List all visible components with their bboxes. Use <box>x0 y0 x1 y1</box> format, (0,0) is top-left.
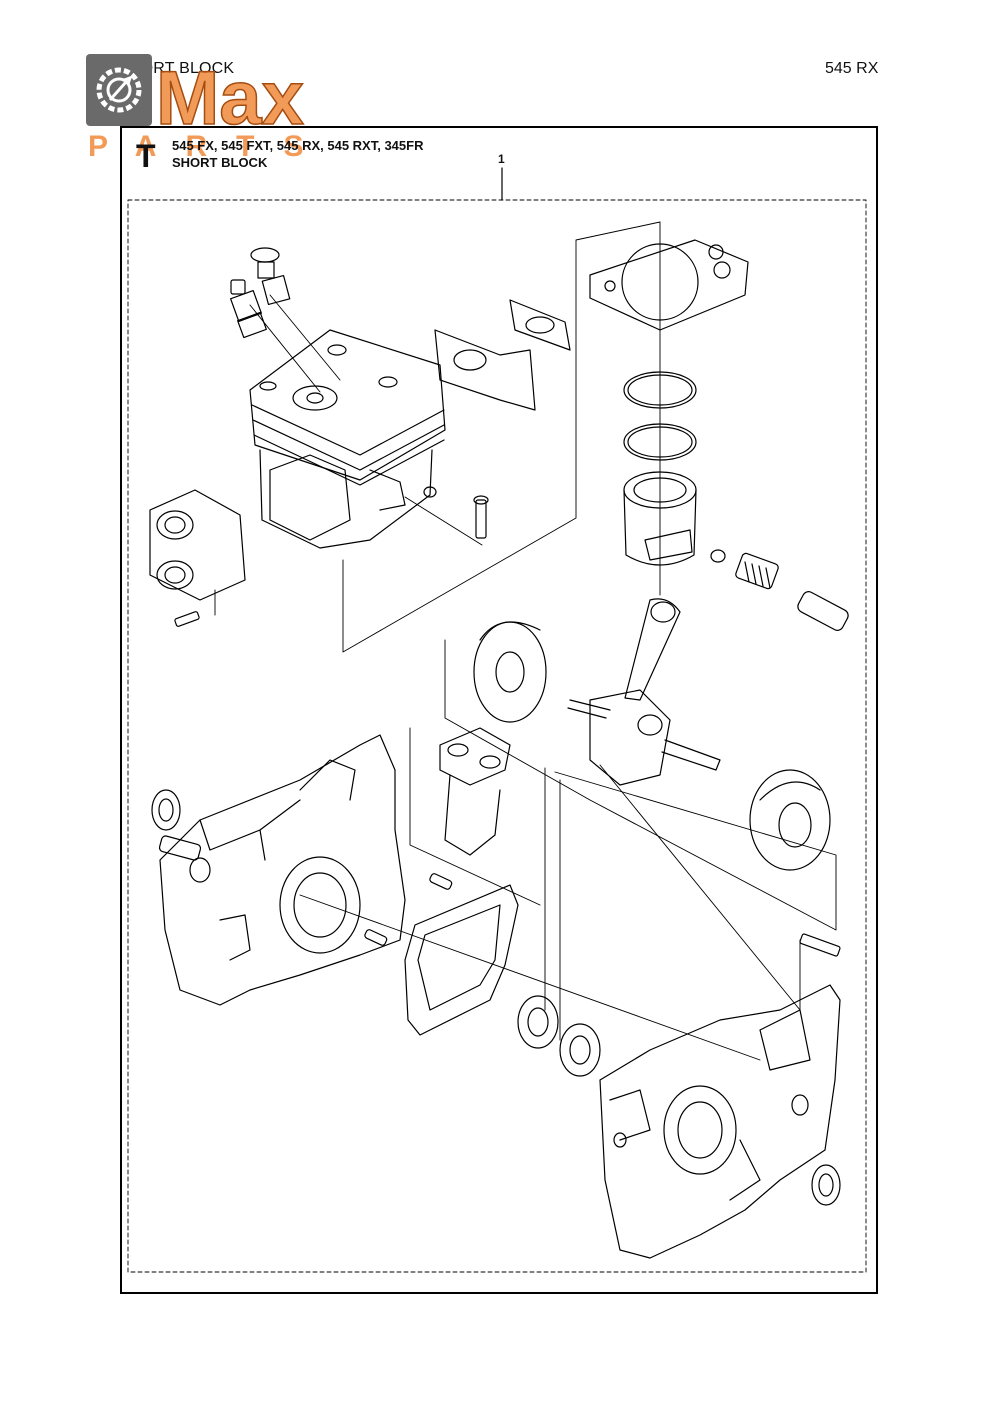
ball-bearing-2 <box>559 1023 601 1077</box>
figure-assembly-name: SHORT BLOCK <box>172 155 268 170</box>
needle-bearing <box>735 552 779 590</box>
gear-wrench-icon <box>86 54 152 126</box>
callout-number: 1 <box>498 152 505 166</box>
ball-bearing-1 <box>517 995 559 1049</box>
crankshaft <box>567 598 721 786</box>
oil-seal-right <box>811 1164 841 1206</box>
guide-pin-2 <box>364 929 388 946</box>
intake-manifold <box>149 489 246 601</box>
piston <box>623 471 697 566</box>
cylinder <box>249 329 446 549</box>
oil-seal-left <box>151 789 181 831</box>
figure-letter: T <box>136 138 156 174</box>
model-label: 545 RX <box>825 60 879 77</box>
crankcase-gasket <box>404 884 519 1036</box>
intake-boot <box>439 727 511 856</box>
parts-frame <box>120 126 878 1294</box>
crankcase-right-half <box>599 984 841 1259</box>
piston-pin <box>797 591 849 631</box>
piston-ring-bottom <box>623 423 697 461</box>
flywheel-disc-right <box>749 769 831 871</box>
figure-models: 545 FX, 545 FXT, 545 RX, 545 RXT, 345FR <box>172 138 424 153</box>
exhaust-gasket <box>509 299 571 351</box>
base-gasket <box>589 239 749 331</box>
circlip <box>710 549 726 563</box>
assembly-boundary <box>127 199 867 1273</box>
leader-lines <box>214 221 837 1061</box>
piston-ring-top <box>623 371 697 409</box>
logo-subword: PARTS <box>88 130 332 160</box>
crankcase-left-half <box>158 734 406 1006</box>
spark-plug <box>230 279 267 339</box>
flywheel-disc-left <box>473 621 547 723</box>
screws <box>174 495 841 957</box>
guide-pin-1 <box>429 873 453 890</box>
heat-shield <box>434 329 536 411</box>
decompression-valve <box>250 247 291 306</box>
